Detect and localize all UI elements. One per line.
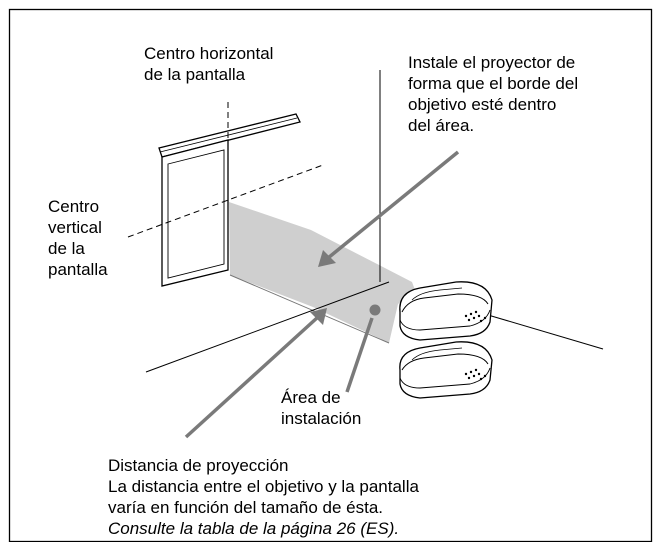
floor-line-left: [145, 281, 390, 373]
install-area-label: Área de instalación: [281, 387, 361, 429]
install-note-label: Instale el proyector de forma que el bor…: [408, 52, 578, 136]
arrow-distance: [184, 308, 327, 439]
install-area-line1: Área de: [281, 388, 341, 407]
install-note-line2: forma que el borde del: [408, 74, 579, 93]
vertical-center-label: Centro vertical de la pantalla: [48, 196, 108, 280]
install-note-line3: objetivo esté dentro: [408, 95, 557, 114]
projector-lower: [399, 341, 493, 399]
distance-reference: Consulte la tabla de la página 26 (ES).: [108, 519, 400, 538]
vertical-center-line4: pantalla: [48, 260, 108, 279]
horizontal-center-line2: de la pantalla: [144, 65, 246, 84]
distance-title: Distancia de proyección: [108, 456, 289, 475]
vertical-center-line: [127, 164, 324, 238]
floor-line-right: [487, 314, 604, 350]
distance-line2: varía en función del tamaño de ésta.: [108, 498, 384, 517]
vertical-center-line1: Centro: [48, 197, 100, 216]
horizontal-center-line1: Centro horizontal: [144, 44, 274, 63]
install-note-line4: del área.: [408, 116, 475, 135]
screen-roller: [158, 113, 301, 158]
install-note-line1: Instale el proyector de: [408, 53, 576, 72]
screen-surface: [161, 139, 229, 287]
arrow-install-note: [318, 150, 460, 267]
install-area-line2: instalación: [281, 409, 362, 428]
installation-area: [229, 202, 415, 343]
vertical-center-line2: vertical: [48, 218, 102, 237]
area-near-edge: [229, 274, 390, 344]
horizontal-center-label: Centro horizontal de la pantalla: [144, 43, 273, 85]
distance-line1: La distancia entre el objetivo y la pant…: [108, 477, 419, 496]
projection-screen: [158, 113, 301, 287]
projection-distance-label: Distancia de proyección La distancia ent…: [108, 455, 419, 539]
projector-front: [399, 281, 493, 341]
arrow-install-area: [345, 304, 381, 393]
vertical-center-line3: de la: [48, 239, 85, 258]
